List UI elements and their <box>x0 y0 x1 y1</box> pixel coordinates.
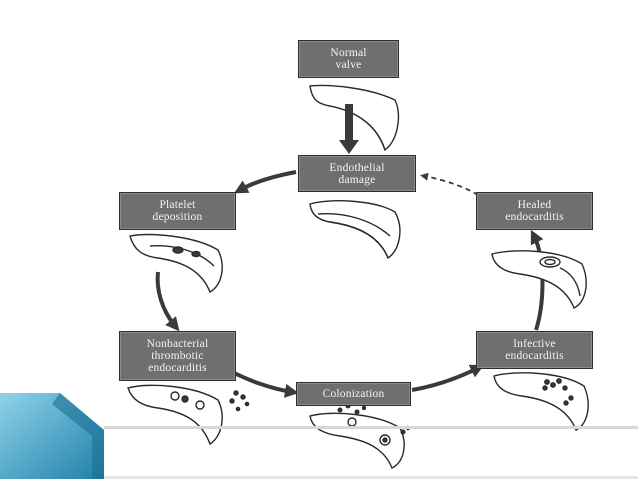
node-colonization: Colonization <box>296 382 411 406</box>
colonization-drawing <box>309 403 411 469</box>
node-healed-endocarditis: Healed endocarditis <box>476 192 593 230</box>
infective-drawing <box>493 372 589 431</box>
arrow-nbte-to-colonization <box>227 368 299 398</box>
arrow-platelet-to-nbte <box>155 271 180 332</box>
healed-drawing <box>491 250 587 309</box>
node-nonbacterial-thrombotic-endocarditis: Nonbacterial thrombotic endocarditis <box>119 331 236 381</box>
node-normal-valve: Normal valve <box>298 40 399 78</box>
node-infective-endocarditis: Infective endocarditis <box>476 331 593 369</box>
node-endothelial-damage: Endothelial damage <box>298 155 416 192</box>
arrow-normal-to-damage <box>339 104 359 154</box>
arrow-healed-to-damage <box>420 172 479 196</box>
platelet-deposition-drawing <box>129 233 223 294</box>
arrow-infective-to-healed <box>530 229 545 331</box>
nbte-drawing <box>127 384 250 446</box>
normal-valve-drawing <box>309 84 400 152</box>
arrow-colonization-to-infective <box>411 364 485 392</box>
node-platelet-deposition: Platelet deposition <box>119 192 236 230</box>
endothelial-damage-drawing <box>309 200 401 260</box>
arrow-damage-to-platelet <box>233 170 297 194</box>
corner-decoration <box>0 393 638 479</box>
